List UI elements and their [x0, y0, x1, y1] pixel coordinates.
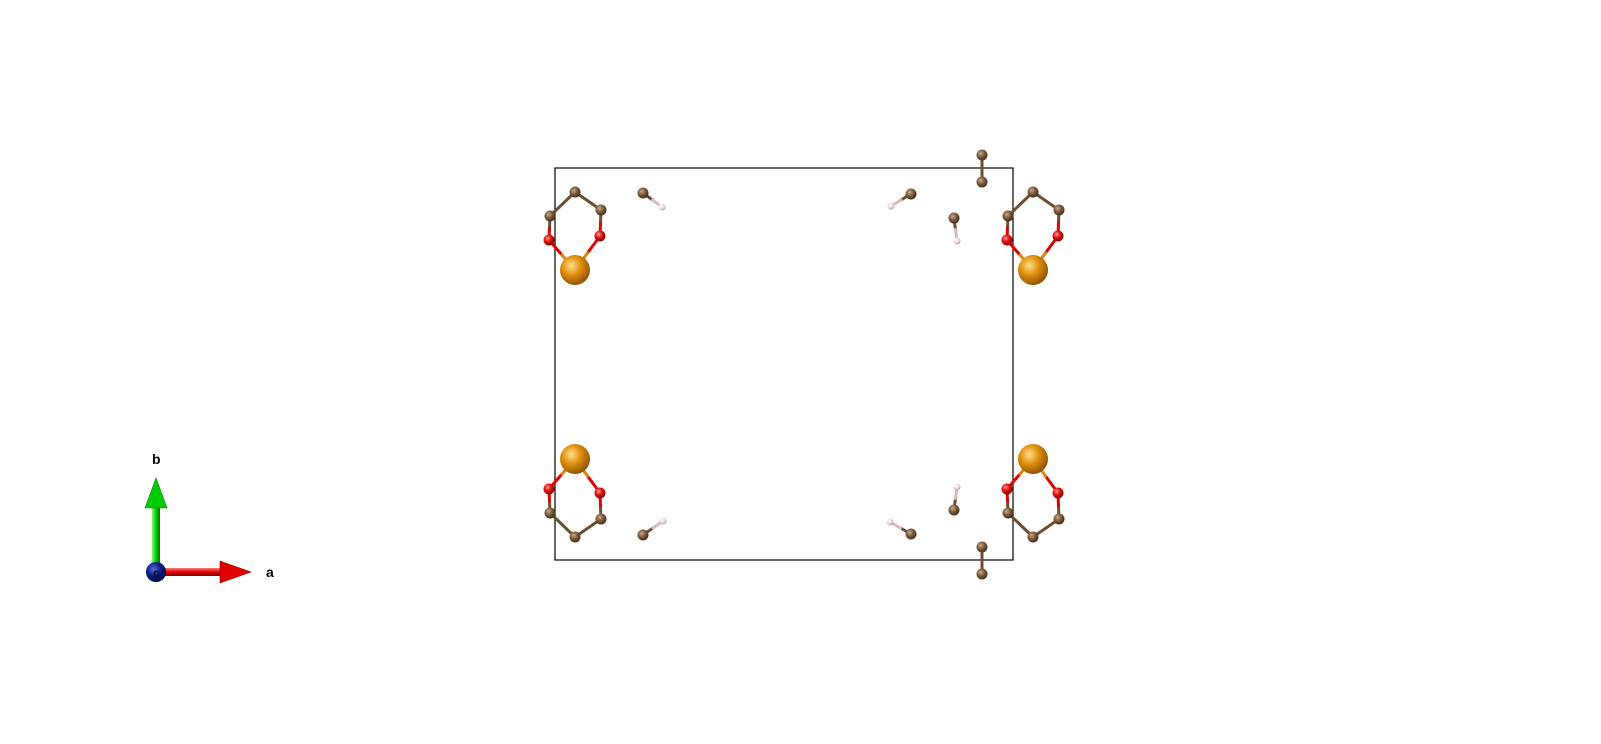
oxygen-atom	[1001, 234, 1013, 246]
hydrogen-atom	[953, 237, 961, 245]
unit-cell-boundary	[554, 167, 1014, 561]
oxygen-atom	[1052, 487, 1064, 499]
carbon-atom	[544, 507, 556, 519]
carbon-atom	[976, 149, 988, 161]
oxygen-atom	[1001, 483, 1013, 495]
carbon-atom	[905, 188, 917, 200]
carbon-atom	[1027, 186, 1039, 198]
hydrogen-atom	[886, 518, 894, 526]
b-axis-label: b	[152, 451, 161, 467]
carbon-atom	[569, 186, 581, 198]
hydrogen-atom	[659, 517, 667, 525]
a-axis-shaft	[156, 568, 222, 576]
carbon-atom	[976, 541, 988, 553]
carbon-atom	[595, 513, 607, 525]
carbon-atom	[1002, 507, 1014, 519]
atoms-layer	[543, 149, 1065, 580]
oxygen-atom	[1052, 230, 1064, 242]
carbon-atom	[1027, 531, 1039, 543]
carbon-atom	[1053, 513, 1065, 525]
carbon-atom	[595, 204, 607, 216]
a-axis-label: a	[266, 564, 274, 580]
carbon-atom	[569, 531, 581, 543]
carbon-atom	[976, 176, 988, 188]
metal-atom	[1018, 444, 1048, 474]
carbon-atom	[976, 568, 988, 580]
axis-indicator: c b a	[144, 451, 274, 584]
hydrogen-atom	[887, 202, 895, 210]
c-axis-dot	[146, 562, 166, 582]
hydrogen-atom	[953, 483, 961, 491]
oxygen-atom	[543, 483, 555, 495]
b-axis-shaft	[152, 505, 160, 572]
oxygen-atom	[594, 230, 606, 242]
carbon-atom	[948, 212, 960, 224]
carbon-atom	[637, 529, 649, 541]
a-axis-arrowhead	[219, 560, 252, 584]
carbon-atom	[905, 528, 917, 540]
b-axis-arrowhead	[144, 477, 168, 509]
carbon-atom	[1053, 204, 1065, 216]
oxygen-atom	[543, 234, 555, 246]
carbon-atom	[948, 504, 960, 516]
metal-atom	[560, 255, 590, 285]
oxygen-atom	[594, 487, 606, 499]
metal-atom	[560, 444, 590, 474]
hydrogen-atom	[658, 203, 666, 211]
metal-atom	[1018, 255, 1048, 285]
carbon-atom	[544, 210, 556, 222]
carbon-atom	[1002, 210, 1014, 222]
carbon-atom	[637, 187, 649, 199]
bonds-layer	[547, 153, 1061, 576]
c-axis-label: c	[153, 566, 160, 580]
